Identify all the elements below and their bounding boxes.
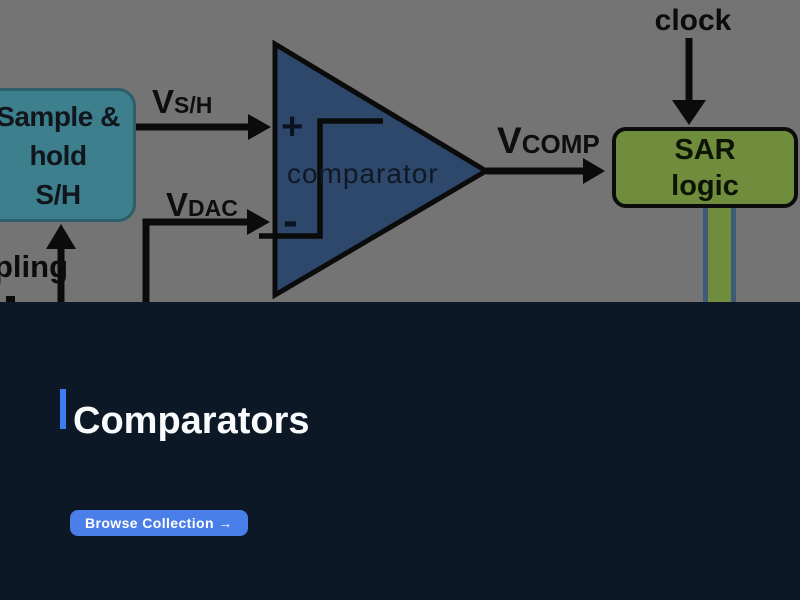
sample-hold-line2: hold: [29, 139, 87, 171]
vdac-label-sub: DAC: [188, 195, 238, 221]
sar-logic-line1: SAR: [674, 133, 736, 166]
vdac-arrowhead-icon: [247, 209, 270, 235]
adc-block-diagram: Sample & hold S/H VS/H VDAC VCOMP + - co…: [0, 0, 800, 302]
cut-text-fragment: [6, 296, 15, 302]
hero-section: Comparators Browse Collection →: [0, 302, 800, 600]
title-accent-bar: [60, 389, 66, 429]
sampling-arrowhead-icon: [46, 224, 76, 249]
clock-arrowhead-icon: [672, 100, 706, 125]
sample-hold-line1: Sample &: [0, 100, 120, 132]
vsh-arrowhead-icon: [248, 114, 271, 140]
vcomp-label-main: V: [497, 120, 522, 161]
diagram-wires: [6, 38, 706, 302]
comparator-label: comparator: [287, 158, 439, 189]
vcomp-label-sub: COMP: [521, 129, 600, 159]
vdac-label-main: V: [166, 186, 189, 223]
vsh-signal-label: VS/H: [152, 85, 212, 118]
vsh-label-main: V: [152, 83, 175, 120]
vsh-label-sub: S/H: [174, 92, 213, 118]
vcomp-arrowhead-icon: [583, 158, 605, 184]
step-function-symbol: [259, 118, 383, 239]
browse-collection-button[interactable]: Browse Collection →: [70, 510, 248, 536]
sar-output-stem: [703, 208, 736, 302]
vdac-signal-label: VDAC: [166, 188, 238, 221]
comparator-minus-input: -: [283, 196, 298, 245]
vcomp-signal-label: VCOMP: [497, 122, 600, 159]
sar-logic-block: SAR logic: [612, 127, 798, 208]
sar-logic-line2: logic: [671, 169, 739, 202]
sample-hold-block: Sample & hold S/H: [0, 88, 136, 222]
sample-hold-line3: S/H: [35, 178, 81, 210]
page-title: Comparators: [73, 400, 310, 442]
vdac-arrow-shaft: [142, 218, 250, 302]
sampling-label-fragment: pling: [0, 249, 69, 284]
comparator-plus-input: +: [281, 106, 304, 148]
comparator-triangle: [272, 39, 491, 300]
clock-label: clock: [654, 4, 732, 37]
